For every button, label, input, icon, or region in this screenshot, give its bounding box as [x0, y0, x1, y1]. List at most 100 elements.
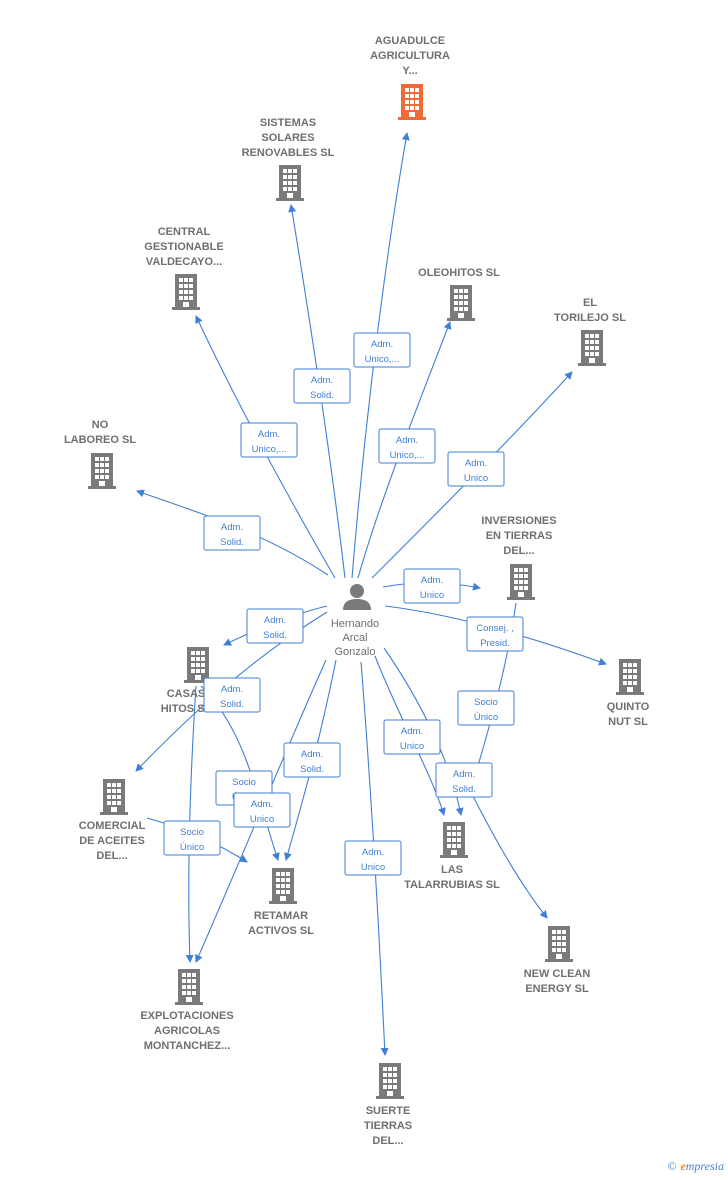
company-name: SUERTE: [366, 1105, 411, 1117]
relation-label: Adm.: [311, 375, 333, 386]
relation-badge[interactable]: Adm. Solid.: [283, 742, 341, 778]
company-node-suerte[interactable]: SUERTETIERRASDEL...: [364, 1063, 412, 1147]
relation-badge-box: [163, 820, 221, 856]
company-name: EN TIERRAS: [486, 530, 553, 542]
company-name: OLEOHITOS SL: [418, 267, 500, 279]
relation-label: Solid.: [300, 764, 324, 775]
person-icon-head: [350, 584, 364, 598]
relation-label: Adm.: [221, 522, 243, 533]
relation-badge[interactable]: Adm.Unico: [447, 451, 505, 487]
relation-label: Solid.: [452, 784, 476, 795]
relation-label: Adm.: [421, 575, 443, 586]
relation-badge-box: [466, 616, 524, 652]
person-name: Gonzalo: [335, 646, 376, 658]
relation-badge[interactable]: Adm.Unico,...: [378, 428, 436, 464]
company-node-aguadulce[interactable]: AGUADULCEAGRICULTURAY...: [370, 35, 450, 120]
relation-label: Unico: [464, 473, 488, 484]
building-icon: [398, 84, 426, 120]
relation-badge-box: [383, 719, 441, 755]
brand-name: mpresia: [685, 1159, 724, 1173]
company-name: SOLARES: [261, 132, 314, 144]
relation-badge-box: [403, 568, 461, 604]
relation-label: Adm.: [371, 339, 393, 350]
relation-badge-box: [447, 451, 505, 487]
relation-badge-box: [293, 368, 351, 404]
relation-badge[interactable]: Adm.Solid.: [203, 677, 261, 713]
company-node-explotaciones[interactable]: EXPLOTACIONESAGRICOLASMONTANCHEZ...: [140, 969, 234, 1052]
relation-badge-box: [203, 515, 261, 551]
edge-extra-0: [469, 789, 548, 919]
company-name: ENERGY SL: [525, 983, 589, 995]
relation-badge-box: [283, 742, 341, 778]
company-node-newclean[interactable]: NEW CLEAN ENERGY SL: [524, 926, 591, 995]
relation-badge[interactable]: Adm.Unico,...: [353, 332, 411, 368]
relation-badge[interactable]: Adm.Unico: [344, 840, 402, 876]
company-name: VALDECAYO...: [146, 256, 222, 268]
relation-badge[interactable]: Adm. Solid.: [435, 762, 493, 798]
relation-label: Consej. ,: [476, 623, 514, 634]
relation-label: Socio: [180, 827, 204, 838]
company-name: NEW CLEAN: [524, 968, 591, 980]
relation-badge[interactable]: Adm.Unico: [233, 792, 291, 828]
relation-label: Adm.: [301, 749, 323, 760]
company-name: RETAMAR: [254, 910, 308, 922]
relation-badge[interactable]: Adm. Unico: [403, 568, 461, 604]
relation-badge[interactable]: Adm.Solid.: [246, 608, 304, 644]
company-name: EL: [583, 297, 597, 309]
company-name: INVERSIONES: [481, 515, 556, 527]
company-name: TIERRAS: [364, 1120, 412, 1132]
company-node-oleohitos[interactable]: OLEOHITOS SL: [418, 267, 500, 321]
company-name: EXPLOTACIONES: [140, 1010, 233, 1022]
relation-label: Único: [474, 712, 498, 723]
company-node-casas[interactable]: CASAS HITOS SL: [161, 647, 212, 715]
company-name: AGRICOLAS: [154, 1025, 220, 1037]
relation-label: Socio: [474, 697, 498, 708]
relation-label: Único: [180, 842, 204, 853]
relation-label: Unico: [400, 741, 424, 752]
relation-badge[interactable]: Adm.Unico,...: [240, 422, 298, 458]
company-name: NUT SL: [608, 716, 648, 728]
relation-badge[interactable]: Consej. ,Presid.: [466, 616, 524, 652]
relation-label: Solid.: [220, 699, 244, 710]
relation-label: Unico,...: [252, 444, 287, 455]
company-name: DEL...: [96, 850, 127, 862]
building-icon: [440, 822, 468, 858]
relation-badge[interactable]: Adm. Unico: [383, 719, 441, 755]
relation-label: Unico: [250, 814, 274, 825]
building-icon: [545, 926, 573, 962]
relation-badge-box: [246, 608, 304, 644]
company-name: HITOS SL: [161, 703, 212, 715]
building-icon: [376, 1063, 404, 1099]
company-name: CASAS: [167, 688, 206, 700]
person-name: Arcal: [342, 632, 367, 644]
company-name: TALARRUBIAS SL: [404, 879, 500, 891]
relation-badge[interactable]: Adm.Solid.: [293, 368, 351, 404]
relation-badge[interactable]: Adm. Solid.: [203, 515, 261, 551]
relation-label: Solid.: [220, 537, 244, 548]
relation-badge-box: [353, 332, 411, 368]
company-node-central[interactable]: CENTRALGESTIONABLEVALDECAYO...: [144, 226, 224, 310]
relation-label: Unico,...: [390, 450, 425, 461]
relation-label: Socio: [232, 777, 256, 788]
relation-badge-box: [240, 422, 298, 458]
person-icon: [343, 599, 371, 610]
building-icon: [616, 659, 644, 695]
relation-label: Adm.: [401, 726, 423, 737]
company-name: LABOREO SL: [64, 434, 136, 446]
relation-label: Unico: [420, 590, 444, 601]
relation-label: Adm.: [453, 769, 475, 780]
company-name: GESTIONABLE: [144, 241, 223, 253]
